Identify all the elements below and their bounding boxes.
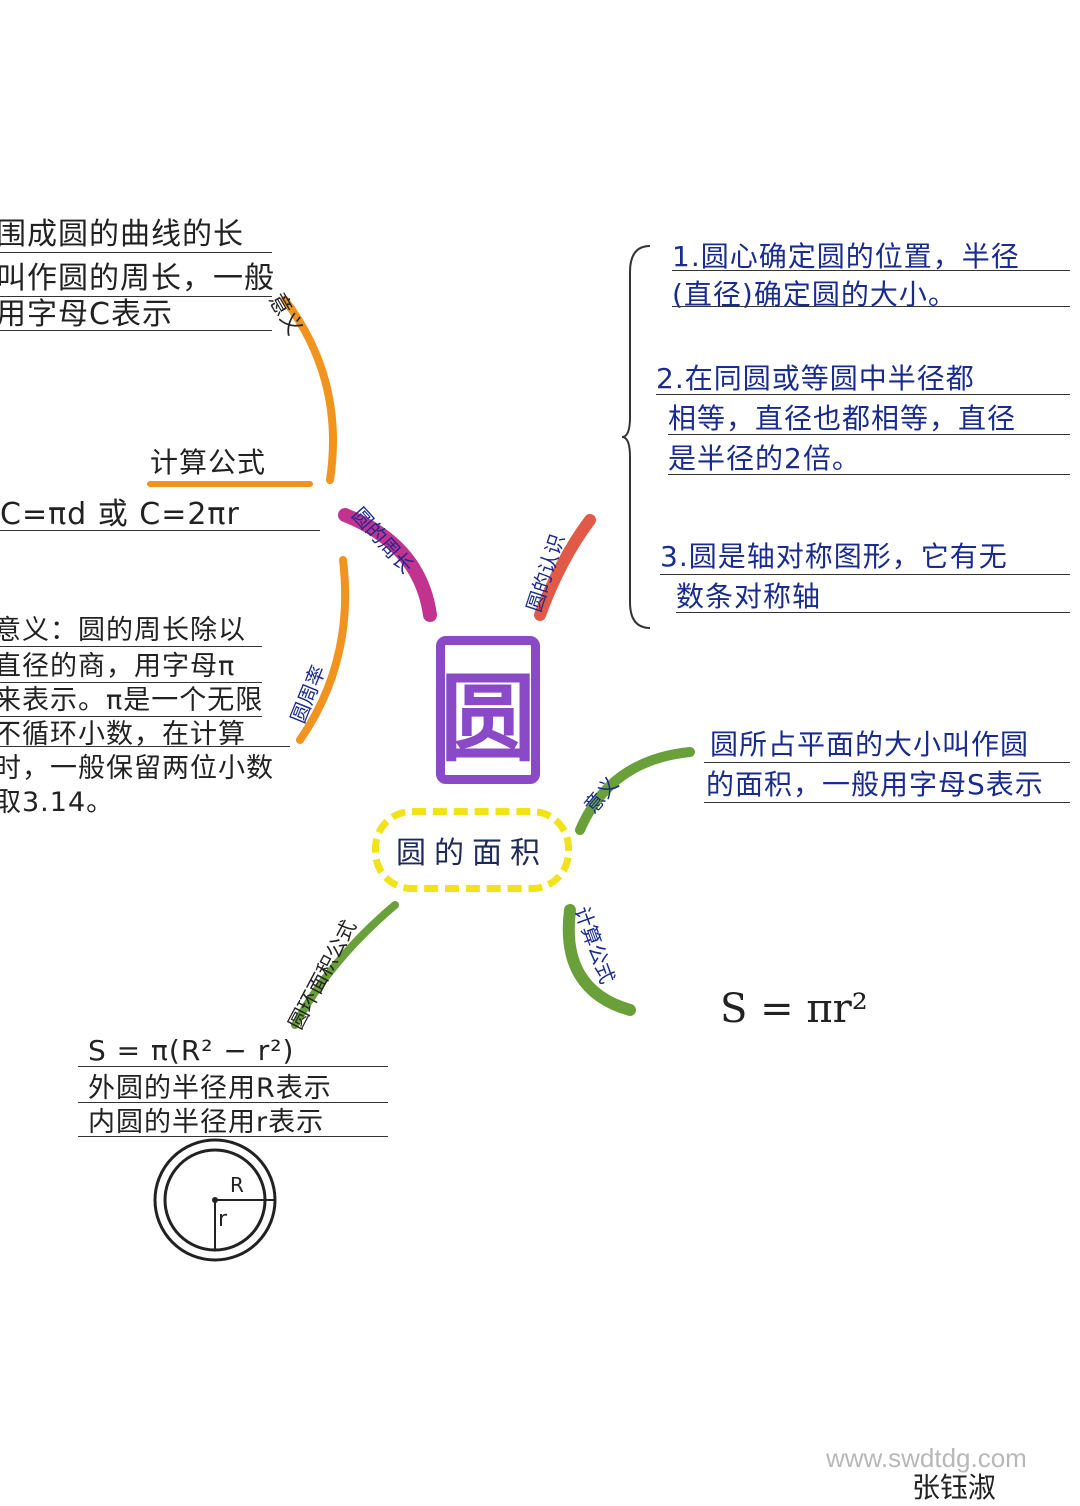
ruled-line — [0, 716, 262, 717]
branch-ring — [291, 901, 399, 1029]
ruled-line — [656, 394, 1070, 395]
ruled-line — [78, 1136, 388, 1137]
branch-perimeter — [338, 508, 437, 622]
branch-area-definition — [575, 747, 695, 835]
meaning-line-4: 相等，直径也都相等，直径 — [668, 402, 1017, 435]
pi-line-1: 意义：圆的周长除以 — [0, 615, 246, 646]
ring-formula: S = π(R² − r²) — [88, 1034, 295, 1067]
ruled-line — [668, 474, 1070, 475]
ruled-line — [704, 762, 1070, 763]
branch-pi — [296, 556, 350, 744]
area-definition-line-2: 的面积，一般用字母S表示 — [706, 768, 1044, 801]
pi-line-5: 时，一般保留两位小数 — [0, 753, 274, 784]
signature: 张钰淑 — [912, 1471, 997, 1504]
branch-meaning — [534, 514, 596, 621]
meaning-line-7: 数条对称轴 — [676, 580, 822, 613]
ruled-line — [676, 612, 1070, 613]
perimeter-definition-line-3: 用字母C表示 — [0, 297, 173, 332]
area-node: 圆的面积 — [372, 808, 572, 892]
meaning-brace — [621, 245, 651, 629]
meaning-line-3: 2.在同圆或等圆中半径都 — [656, 362, 975, 395]
ring-outer-text: 外圆的半径用R表示 — [88, 1073, 332, 1104]
ruled-line — [0, 296, 272, 297]
ring-outer-radius-label: R — [230, 1173, 245, 1197]
ruled-line — [0, 746, 290, 747]
ruled-line — [0, 252, 272, 253]
center-node: 圆 — [436, 636, 540, 784]
perimeter-definition-line-2: 叫作圆的周长，一般 — [0, 261, 275, 296]
ruled-line — [78, 1102, 388, 1103]
ruled-line — [672, 306, 1070, 307]
ring-center-dot — [212, 1197, 218, 1203]
meaning-line-1: 1.圆心确定圆的位置，半径 — [672, 240, 1020, 273]
pi-line-3: 来表示。π是一个无限 — [0, 685, 264, 716]
ruled-line — [660, 574, 1070, 575]
perimeter-formula-text: C=πd 或 C=2πr — [0, 497, 240, 532]
ruled-line — [0, 530, 320, 531]
ruled-line — [672, 270, 1070, 271]
pi-line-4: 不循环小数，在计算 — [0, 719, 246, 750]
ruled-line — [78, 1066, 388, 1067]
ruled-line — [668, 434, 1070, 435]
ruled-line — [0, 330, 272, 331]
area-formula-text: S = πr² — [720, 986, 868, 1032]
ruled-line — [704, 802, 1070, 803]
pi-line-2: 直径的商，用字母π — [0, 651, 236, 682]
meaning-line-2: (直径)确定圆的大小。 — [672, 278, 957, 311]
meaning-line-5: 是半径的2倍。 — [668, 442, 861, 475]
perimeter-formula-label: 计算公式 — [150, 446, 267, 479]
branch-perimeter-definition — [281, 296, 337, 484]
watermark: www.swdtdg.com — [826, 1443, 1027, 1473]
ring-inner-text: 内圆的半径用r表示 — [88, 1107, 325, 1138]
ruled-line — [0, 646, 262, 647]
area-definition-line-1: 圆所占平面的大小叫作圆 — [710, 728, 1030, 761]
pi-line-6: 取3.14。 — [0, 787, 115, 818]
branch-area-formula — [562, 904, 636, 1016]
meaning-line-6: 3.圆是轴对称图形，它有无 — [660, 540, 1008, 573]
ring-inner-radius-label: r — [218, 1207, 229, 1232]
perimeter-definition-line-1: 围成圆的曲线的长 — [0, 217, 244, 252]
ruled-line — [0, 682, 262, 683]
